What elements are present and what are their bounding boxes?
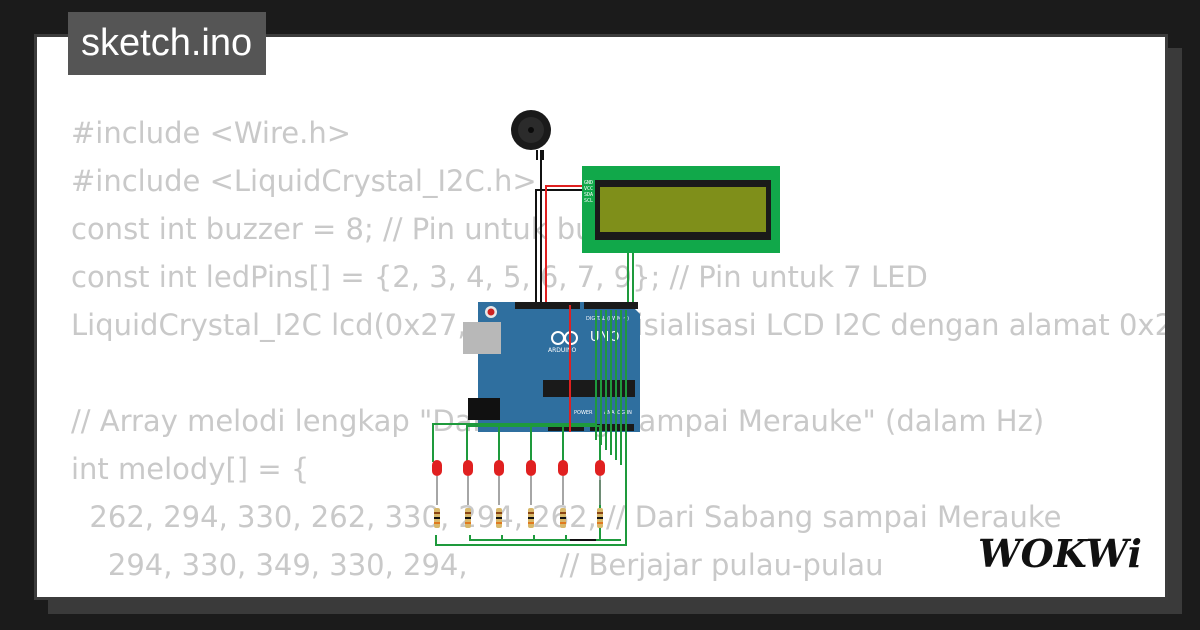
arduino-uno[interactable]: ARDUINO UNO DIGITAL (PWM ~) POWER ANALOG… <box>463 302 640 432</box>
lcd-display[interactable]: GND VCC SDA SCL <box>582 166 780 253</box>
lcd-pin-labels: GND VCC SDA SCL <box>584 180 593 204</box>
lcd-pin-label: GND <box>584 180 593 186</box>
led[interactable] <box>463 460 473 505</box>
resistor[interactable] <box>434 508 440 528</box>
lcd-pin-label: VCC <box>584 186 593 192</box>
code-line: #include <Wire.h> <box>71 116 352 150</box>
resistor[interactable] <box>597 508 603 528</box>
analog-header-label: ANALOG IN <box>604 410 632 416</box>
led[interactable] <box>494 460 504 505</box>
wokwi-logo-text: WOKWi <box>978 531 1142 576</box>
power-jack <box>468 398 500 420</box>
resistor[interactable] <box>560 508 566 528</box>
led[interactable] <box>595 460 605 505</box>
file-name-tab[interactable]: sketch.ino <box>68 12 267 75</box>
resistor[interactable] <box>496 508 502 528</box>
code-line: 262, 294, 330, 349, 392, 330, // Sambung… <box>71 589 1165 597</box>
code-line: 262, 294, 330, 262, 330, 294, 262, // Da… <box>71 500 1062 534</box>
led[interactable] <box>526 460 536 505</box>
led[interactable] <box>432 460 442 505</box>
code-line: const int ledPins[] = {2, 3, 4, 5, 6, 7,… <box>71 260 928 294</box>
wokwi-logo: WOKWi <box>978 531 1142 576</box>
digital-header-label: DIGITAL (PWM ~) <box>586 316 629 322</box>
code-line: 294, 330, 349, 330, 294, // Berjajar pul… <box>71 548 884 582</box>
resistor[interactable] <box>465 508 471 528</box>
usb-port <box>463 322 501 354</box>
arduino-brand: ARDUINO <box>548 347 577 354</box>
lcd-pin-label: SDA <box>584 192 593 198</box>
resistor[interactable] <box>528 508 534 528</box>
led-wires <box>432 310 627 546</box>
power-header-label: POWER <box>574 410 593 416</box>
led[interactable] <box>558 460 568 505</box>
code-line: int melody[] = { <box>71 452 310 486</box>
buzzer[interactable] <box>511 110 551 160</box>
code-line: #include <LiquidCrystal_I2C.h> <box>71 164 537 198</box>
lcd-pin-label: SCL <box>584 198 593 204</box>
arduino-model: UNO <box>590 330 619 345</box>
